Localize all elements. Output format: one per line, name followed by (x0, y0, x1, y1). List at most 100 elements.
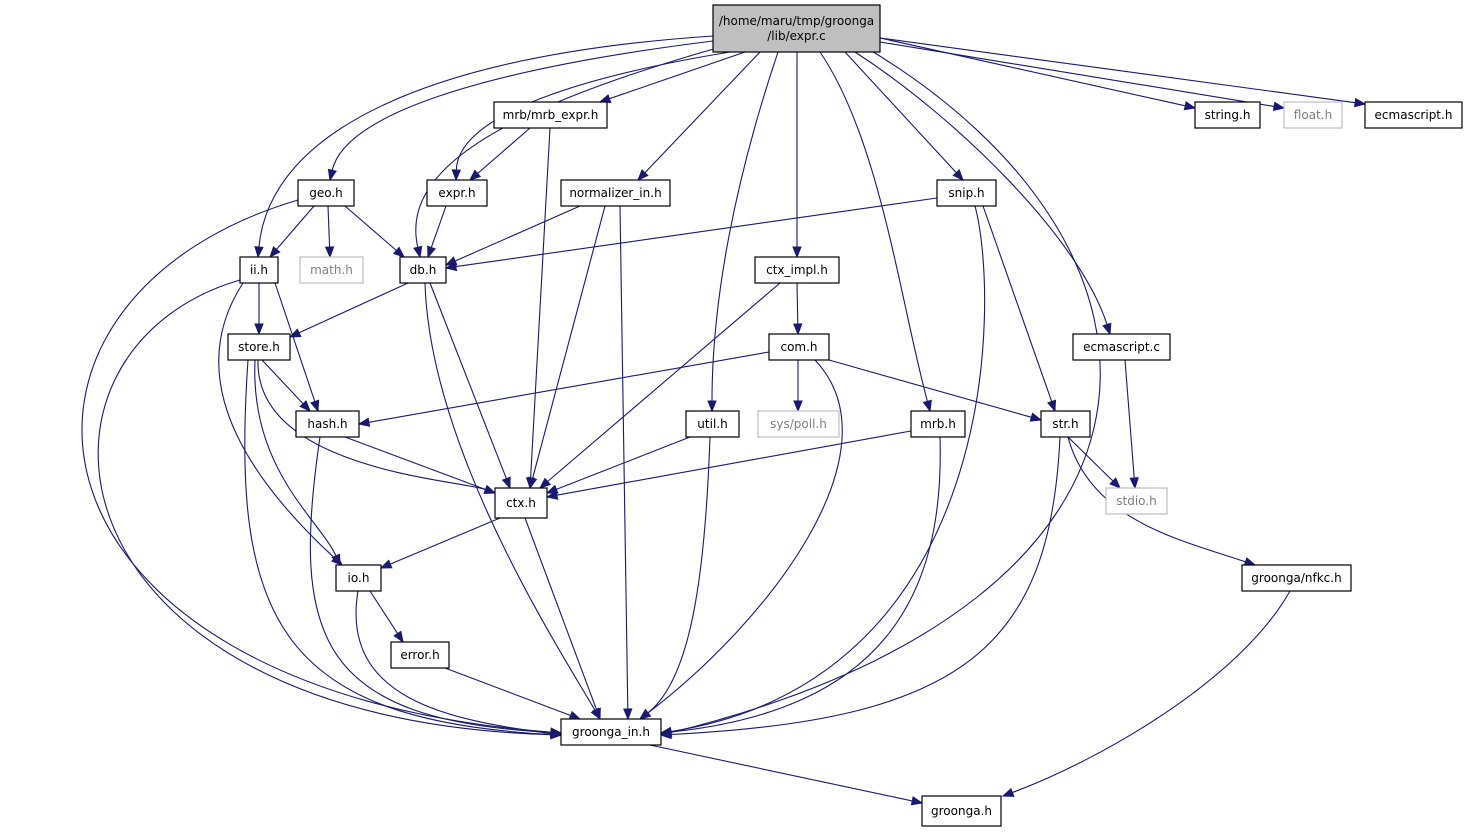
edge-io_h-to-groonga_in_h (355, 590, 563, 739)
edge-line (649, 744, 913, 802)
node-util-h[interactable]: util.h (685, 410, 740, 438)
edge-line (670, 436, 941, 733)
node-box (754, 256, 840, 284)
edge-line (819, 51, 928, 402)
node-label: math.h (310, 263, 353, 277)
node-box (494, 487, 548, 519)
edge-line (532, 205, 606, 479)
edge-mrb_h-to-groonga_in_h (659, 436, 941, 737)
edge-root-to-ctx_impl_h (792, 52, 802, 259)
arrowhead (1354, 97, 1367, 108)
node-ii-h[interactable]: ii.h (239, 256, 279, 284)
node-db-h[interactable]: db.h (399, 256, 447, 284)
arrowhead (269, 245, 281, 259)
node-math-h[interactable]: math.h (299, 256, 364, 284)
node-label: stdio.h (1116, 494, 1156, 508)
node-error-h[interactable]: error.h (390, 641, 450, 669)
arrowhead (793, 400, 803, 413)
node-label: /lib/expr.c (767, 29, 826, 43)
edge-normalizer_in_h-to-groonga_in_h (619, 205, 633, 721)
edge-line (368, 351, 770, 423)
edge-line (547, 282, 781, 482)
arrowhead (357, 417, 371, 427)
node-box (910, 410, 966, 438)
edge-line (429, 282, 507, 479)
node-box (768, 333, 830, 361)
node-expr-h[interactable]: expr.h (426, 179, 488, 207)
node-normalizer-in-h[interactable]: normalizer_in.h (560, 179, 671, 207)
node-label: snip.h (948, 186, 984, 200)
node-snip-h[interactable]: snip.h (936, 179, 997, 207)
edge-line (1124, 359, 1135, 479)
edge-line (244, 359, 552, 736)
edge-com_h-to-sys_poll_h (793, 360, 803, 413)
node-label: normalizer_in.h (569, 186, 661, 200)
edge-root-to-snip_h (844, 51, 964, 181)
node-box (1364, 101, 1463, 129)
edge-hash_h-to-ctx_h (344, 436, 497, 494)
node-box (227, 333, 291, 361)
edge-line (670, 436, 1061, 736)
arrowhead (483, 484, 497, 494)
node-str-h[interactable]: str.h (1040, 410, 1091, 438)
node-groonga-nfkc-h[interactable]: groonga/nfkc.h (1241, 564, 1352, 592)
node-mrb-h[interactable]: mrb.h (910, 410, 966, 438)
edge-snip_h-to-groonga_in_h (659, 205, 986, 737)
node-ecmascript-c[interactable]: ecmascript.c (1072, 333, 1171, 361)
node-stdio-h[interactable]: stdio.h (1105, 487, 1168, 515)
node-hash-h[interactable]: hash.h (295, 410, 360, 438)
arrowhead (468, 169, 482, 181)
arrowhead (310, 399, 320, 413)
edges-layer (81, 35, 1367, 806)
node-groonga-h[interactable]: groonga.h (921, 795, 1002, 827)
node-groonga-in-h[interactable]: groonga_in.h (560, 718, 662, 746)
arrowhead (637, 169, 649, 181)
node-io-h[interactable]: io.h (335, 564, 382, 592)
arrowhead (910, 796, 924, 806)
node-label: float.h (1294, 108, 1332, 122)
edge-groonga_in_h-to-groonga_h (649, 744, 924, 806)
edge-line (344, 205, 397, 251)
node-float-h[interactable]: float.h (1283, 101, 1343, 129)
edge-store_h-to-io_h (254, 359, 341, 567)
arrowhead (952, 169, 964, 181)
node-label: mrb/mrb_expr.h (503, 108, 599, 122)
node-box (493, 101, 608, 129)
node-mrb-expr-h[interactable]: mrb/mrb_expr.h (493, 101, 608, 129)
node-com-h[interactable]: com.h (768, 333, 830, 361)
node-ctx-impl-h[interactable]: ctx_impl.h (754, 256, 840, 284)
arrowhead (707, 400, 717, 413)
edge-com_h-to-hash_h (357, 351, 770, 427)
edge-db_h-to-store_h (288, 282, 409, 338)
node-ecmascript-h[interactable]: ecmascript.h (1364, 101, 1463, 129)
node-root[interactable]: /home/maru/tmp/groonga/lib/expr.c (712, 4, 881, 53)
node-label: ctx_impl.h (766, 263, 828, 277)
node-store-h[interactable]: store.h (227, 333, 291, 361)
edge-line (844, 51, 957, 173)
node-label: expr.h (438, 186, 475, 200)
edge-mrb_expr_h-to-ctx_h (525, 127, 551, 490)
node-label: ecmascript.c (1083, 340, 1160, 354)
edge-normalizer_in_h-to-db_h (444, 205, 581, 266)
edge-ctx_impl_h-to-ctx_h (538, 282, 781, 489)
edge-root-to-normalizer_in_h (637, 51, 761, 181)
arrowhead (444, 261, 458, 272)
node-label: mrb.h (920, 417, 956, 431)
edge-line (609, 51, 746, 100)
edge-root-to-string_h (879, 37, 1197, 111)
node-box (1105, 487, 1168, 515)
arrowhead (545, 490, 559, 500)
edge-line (81, 199, 552, 733)
node-ctx-h[interactable]: ctx.h (494, 487, 548, 519)
node-box (399, 256, 447, 284)
node-box (936, 179, 997, 207)
arrowhead (1183, 101, 1197, 111)
edge-line (1067, 436, 1246, 563)
edge-line (276, 205, 315, 250)
node-string-h[interactable]: string.h (1194, 101, 1261, 129)
node-label: sys/poll.h (770, 417, 827, 431)
node-geo-h[interactable]: geo.h (297, 179, 355, 207)
node-sys-poll-h[interactable]: sys/poll.h (757, 410, 840, 438)
edge-util_h-to-groonga_in_h (638, 436, 711, 720)
